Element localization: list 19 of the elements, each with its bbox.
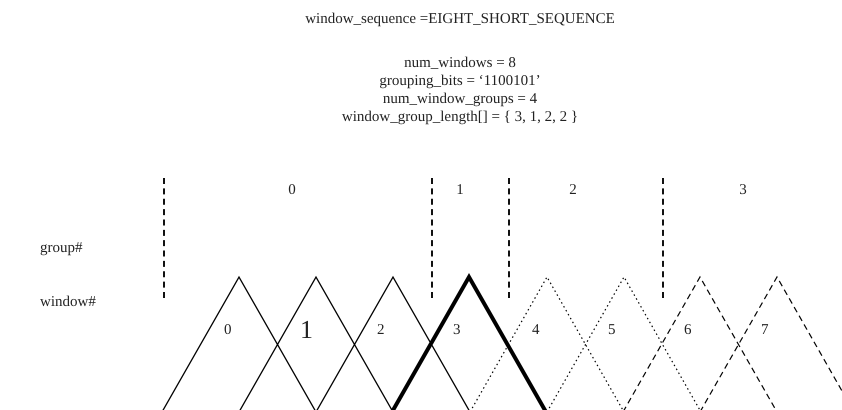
window-number: 1 [300, 315, 313, 345]
window-number: 2 [377, 322, 384, 340]
parameter-text: window_group_length[] = { 3, 1, 2, 2 } [342, 109, 578, 126]
title: window_sequence =EIGHT_SHORT_SEQUENCE [304, 11, 616, 28]
window-number: 5 [608, 322, 616, 340]
group-number: 1 [456, 182, 464, 200]
window-number: 6 [684, 322, 692, 340]
window-number: 7 [761, 322, 768, 340]
parameter-text: grouping_bits = ‘1100101’ [379, 73, 541, 90]
parameter-text: num_window_groups = 4 [382, 91, 538, 108]
group-number: 3 [739, 182, 747, 200]
window-number: 0 [224, 322, 232, 340]
window-number: 3 [453, 322, 460, 340]
row-label: window# [40, 294, 96, 312]
group-number: 0 [288, 182, 296, 200]
window-number: 4 [532, 322, 540, 340]
row-label: group# [40, 240, 82, 258]
group-number: 2 [569, 182, 577, 200]
parameter-text: num_windows = 8 [404, 55, 516, 72]
